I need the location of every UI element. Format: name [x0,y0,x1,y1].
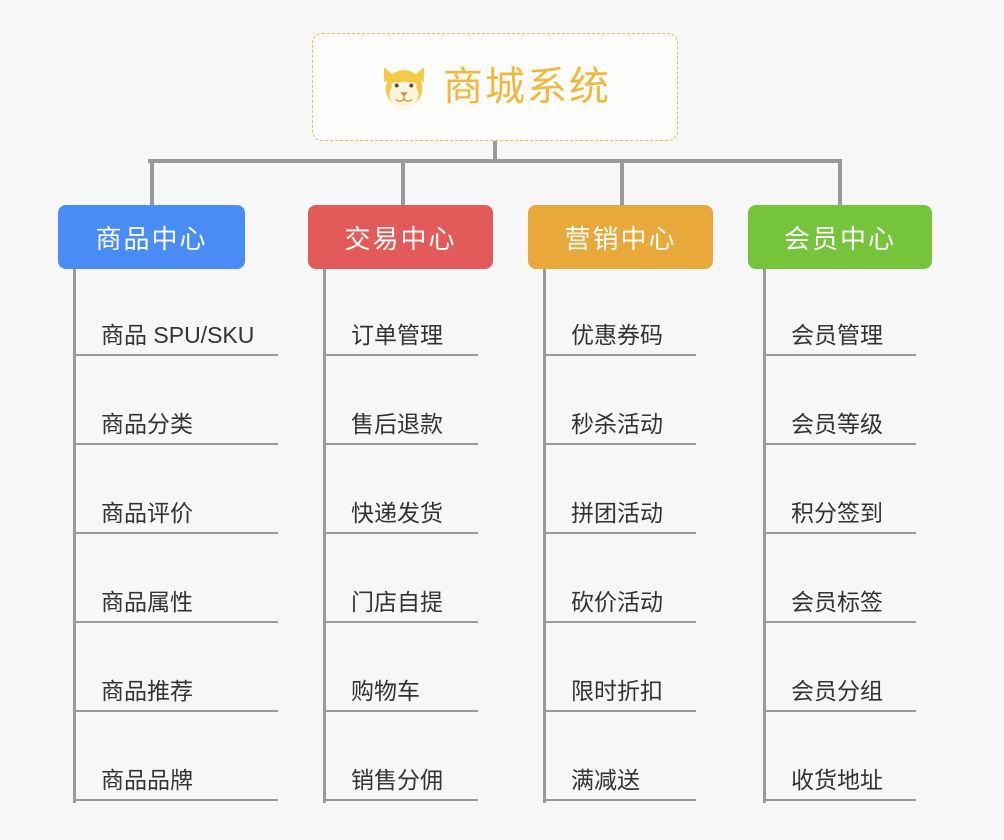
leaf-item-label: 售后退款 [351,410,443,437]
leaf-item[interactable]: 订单管理 [323,267,478,356]
leaf-item[interactable]: 优惠券码 [543,267,696,356]
leaf-item[interactable]: 会员管理 [763,267,916,356]
leaf-item-label: 会员管理 [791,321,883,348]
leaf-item-label: 门店自提 [351,588,443,615]
leaf-item-label: 会员标签 [791,588,883,615]
leaf-item[interactable]: 快递发货 [323,445,478,534]
leaf-item[interactable]: 收货地址 [763,712,916,801]
leaf-item[interactable]: 售后退款 [323,356,478,445]
leaf-item[interactable]: 会员分组 [763,623,916,712]
branch-spine-marketing-center [543,269,546,803]
leaf-item-label: 商品分类 [101,410,193,437]
leaf-item-label: 拼团活动 [571,499,663,526]
leaf-item[interactable]: 秒杀活动 [543,356,696,445]
leaf-item[interactable]: 商品推荐 [73,623,278,712]
branch-drop-connector-trade-center [401,163,405,205]
branch-header-trade-center[interactable]: 交易中心 [308,205,493,269]
leaf-item-label: 优惠券码 [571,321,663,348]
branch-bus-connector [148,159,842,163]
leaf-item[interactable]: 商品品牌 [73,712,278,801]
leaf-item[interactable]: 商品属性 [73,534,278,623]
shiba-dog-face-icon [384,67,424,110]
leaf-item-label: 商品推荐 [101,677,193,704]
leaf-item-label: 商品属性 [101,588,193,615]
branch-drop-connector-member-center [838,163,842,205]
branch-header-label: 交易中心 [344,223,457,254]
leaf-item-label: 收货地址 [791,766,883,793]
leaf-item-label: 订单管理 [351,321,443,348]
leaf-item-label: 快递发货 [351,499,443,526]
branch-header-label: 营销中心 [564,223,677,254]
leaf-item-label: 销售分佣 [351,766,443,793]
leaf-item[interactable]: 砍价活动 [543,534,696,623]
branch-header-label: 会员中心 [783,223,896,254]
leaf-item-label: 满减送 [571,766,640,793]
leaf-item[interactable]: 销售分佣 [323,712,478,801]
branch-header-product-center[interactable]: 商品中心 [58,205,245,269]
leaf-item-label: 砍价活动 [571,588,663,615]
leaf-item[interactable]: 会员标签 [763,534,916,623]
leaf-item[interactable]: 限时折扣 [543,623,696,712]
branch-header-member-center[interactable]: 会员中心 [748,205,932,269]
leaf-item[interactable]: 满减送 [543,712,696,801]
leaf-item-label: 积分签到 [791,499,883,526]
root-node[interactable]: 商城系统 [312,33,678,141]
leaf-item-label: 会员等级 [791,410,883,437]
root-title: 商城系统 [443,65,611,109]
leaf-item[interactable]: 购物车 [323,623,478,712]
branch-spine-trade-center [323,269,326,803]
leaf-item-label: 商品评价 [101,499,193,526]
leaf-item[interactable]: 门店自提 [323,534,478,623]
branch-header-label: 商品中心 [95,223,208,254]
branch-spine-member-center [763,269,766,803]
leaf-item[interactable]: 积分签到 [763,445,916,534]
leaf-item-label: 秒杀活动 [571,410,663,437]
leaf-item[interactable]: 商品分类 [73,356,278,445]
branch-spine-product-center [73,269,76,803]
leaf-item[interactable]: 商品 SPU/SKU [73,267,278,356]
branch-drop-connector-marketing-center [620,163,624,205]
leaf-item[interactable]: 商品评价 [73,445,278,534]
leaf-item-label: 商品品牌 [101,766,193,793]
leaf-item[interactable]: 会员等级 [763,356,916,445]
leaf-item-label: 会员分组 [791,677,883,704]
branch-drop-connector-product-center [150,163,154,205]
root-stem-connector [493,141,497,163]
leaf-item-label: 限时折扣 [571,677,663,704]
leaf-item-label: 商品 SPU/SKU [101,321,255,348]
leaf-item[interactable]: 拼团活动 [543,445,696,534]
branch-header-marketing-center[interactable]: 营销中心 [528,205,713,269]
leaf-item-label: 购物车 [351,677,420,704]
